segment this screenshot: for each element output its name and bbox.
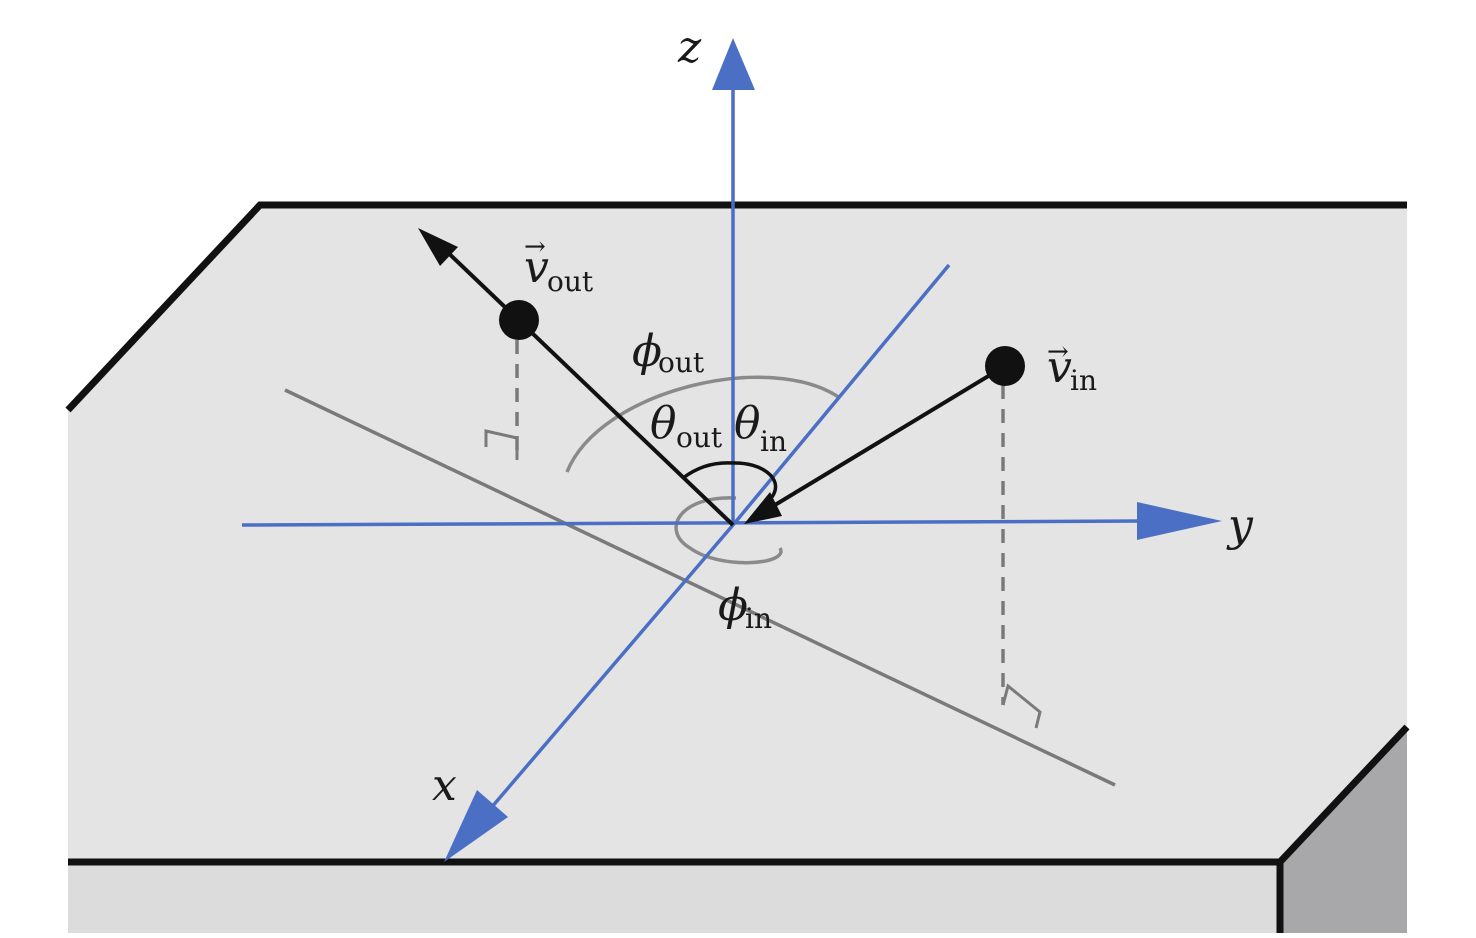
surface-front bbox=[68, 862, 1280, 933]
surface-side bbox=[1280, 727, 1407, 933]
y-axis-label: y bbox=[1226, 500, 1254, 551]
theta-in-label: θ in bbox=[734, 398, 787, 458]
v-in-right-angle-marker bbox=[1001, 683, 1042, 729]
theta-out-arc bbox=[681, 461, 734, 480]
phi-in-symbol: ϕ bbox=[718, 580, 748, 631]
v-in-subscript: in bbox=[1070, 364, 1097, 397]
projection-plane-line bbox=[284, 388, 1116, 787]
phi-in-arc bbox=[674, 496, 783, 565]
z-axis-arrowhead bbox=[712, 38, 755, 90]
v-out-symbol: v bbox=[524, 242, 549, 293]
theta-out-label: θ out bbox=[650, 398, 723, 454]
surface-top bbox=[68, 205, 1407, 862]
v-in-symbol: v bbox=[1047, 342, 1072, 393]
theta-out-subscript: out bbox=[676, 421, 723, 454]
x-axis-arrowhead bbox=[444, 790, 508, 862]
phi-in-subscript: in bbox=[745, 602, 772, 635]
z-axis-label: z bbox=[677, 22, 702, 73]
surface-edge-back bbox=[65, 201, 1407, 413]
y-axis-arrowhead bbox=[1137, 502, 1222, 540]
theta-out-symbol: θ bbox=[650, 398, 677, 449]
v-out-right-angle-marker bbox=[484, 429, 519, 460]
v-out-label: → v out bbox=[524, 232, 594, 298]
v-out-arrowhead bbox=[418, 228, 458, 266]
phi-out-arc bbox=[565, 375, 841, 473]
v-in-vector bbox=[768, 364, 1007, 510]
theta-in-arc bbox=[732, 461, 778, 498]
x-axis bbox=[483, 523, 735, 817]
x-axis-label: x bbox=[432, 760, 457, 811]
v-out-subscript: out bbox=[547, 265, 594, 298]
y-axis bbox=[241, 519, 1151, 527]
v-out-vector-arrow-icon: → bbox=[524, 232, 546, 262]
phi-out-label: ϕ out bbox=[632, 326, 705, 379]
theta-in-subscript: in bbox=[760, 425, 787, 458]
v-in-label: → v in bbox=[1047, 337, 1097, 397]
phi-out-subscript: out bbox=[658, 346, 705, 379]
phi-out-symbol: ϕ bbox=[632, 326, 662, 377]
phi-in-label: ϕ in bbox=[718, 580, 772, 635]
v-in-arrowhead bbox=[744, 492, 782, 524]
theta-in-symbol: θ bbox=[734, 398, 761, 449]
v-out-particle bbox=[499, 300, 539, 340]
v-in-particle bbox=[985, 346, 1025, 386]
v-in-vector-arrow-icon: → bbox=[1047, 337, 1069, 367]
x-axis-back bbox=[731, 263, 951, 527]
